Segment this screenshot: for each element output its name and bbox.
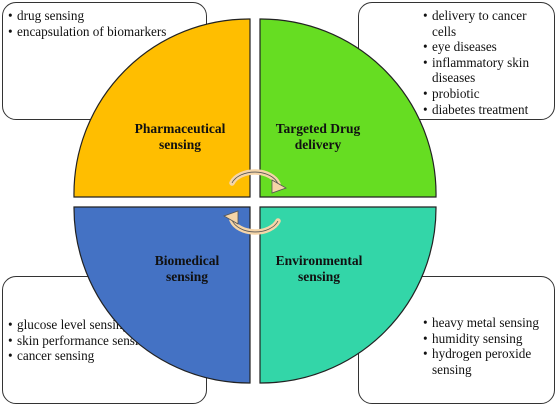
- label-biomedical-line2: sensing: [166, 269, 208, 284]
- bullet-item: diabetes treatment: [423, 102, 548, 118]
- bullet-item: delivery to cancer cells: [423, 8, 548, 39]
- cycle-arrows-icon: [223, 169, 287, 235]
- label-drug-delivery-line1: Targeted Drug: [276, 121, 361, 136]
- bullet-item: encapsulation of biomarkers: [8, 24, 200, 40]
- label-environmental-line1: Environmental: [276, 253, 363, 268]
- bullet-item: hydrogen peroxide sensing: [423, 346, 548, 377]
- quadrant-pharmaceutical: [73, 18, 251, 198]
- bullet-item: eye diseases: [423, 39, 548, 55]
- bullet-item: heavy metal sensing: [423, 315, 548, 331]
- bullet-item: skin performance sensing: [8, 333, 200, 349]
- label-pharmaceutical-line2: sensing: [159, 137, 201, 152]
- bullet-item: probiotic: [423, 86, 548, 102]
- label-drug-delivery-line2: delivery: [295, 137, 342, 152]
- label-pharmaceutical-line1: Pharmaceutical: [135, 121, 226, 136]
- label-biomedical-line1: Biomedical: [155, 253, 220, 268]
- quadrant-biomedical: [73, 206, 251, 384]
- bullet-item: glucose level sensing: [8, 317, 200, 333]
- bullet-item: inflammatory skin diseases: [423, 55, 548, 86]
- label-environmental-line2: sensing: [298, 269, 340, 284]
- bullet-item: cancer sensing: [8, 348, 200, 364]
- quadrant-environmental: [259, 206, 437, 384]
- quadrant-drug-delivery: [259, 18, 437, 198]
- bullet-item: drug sensing: [8, 8, 200, 24]
- bullet-item: humidity sensing: [423, 331, 548, 347]
